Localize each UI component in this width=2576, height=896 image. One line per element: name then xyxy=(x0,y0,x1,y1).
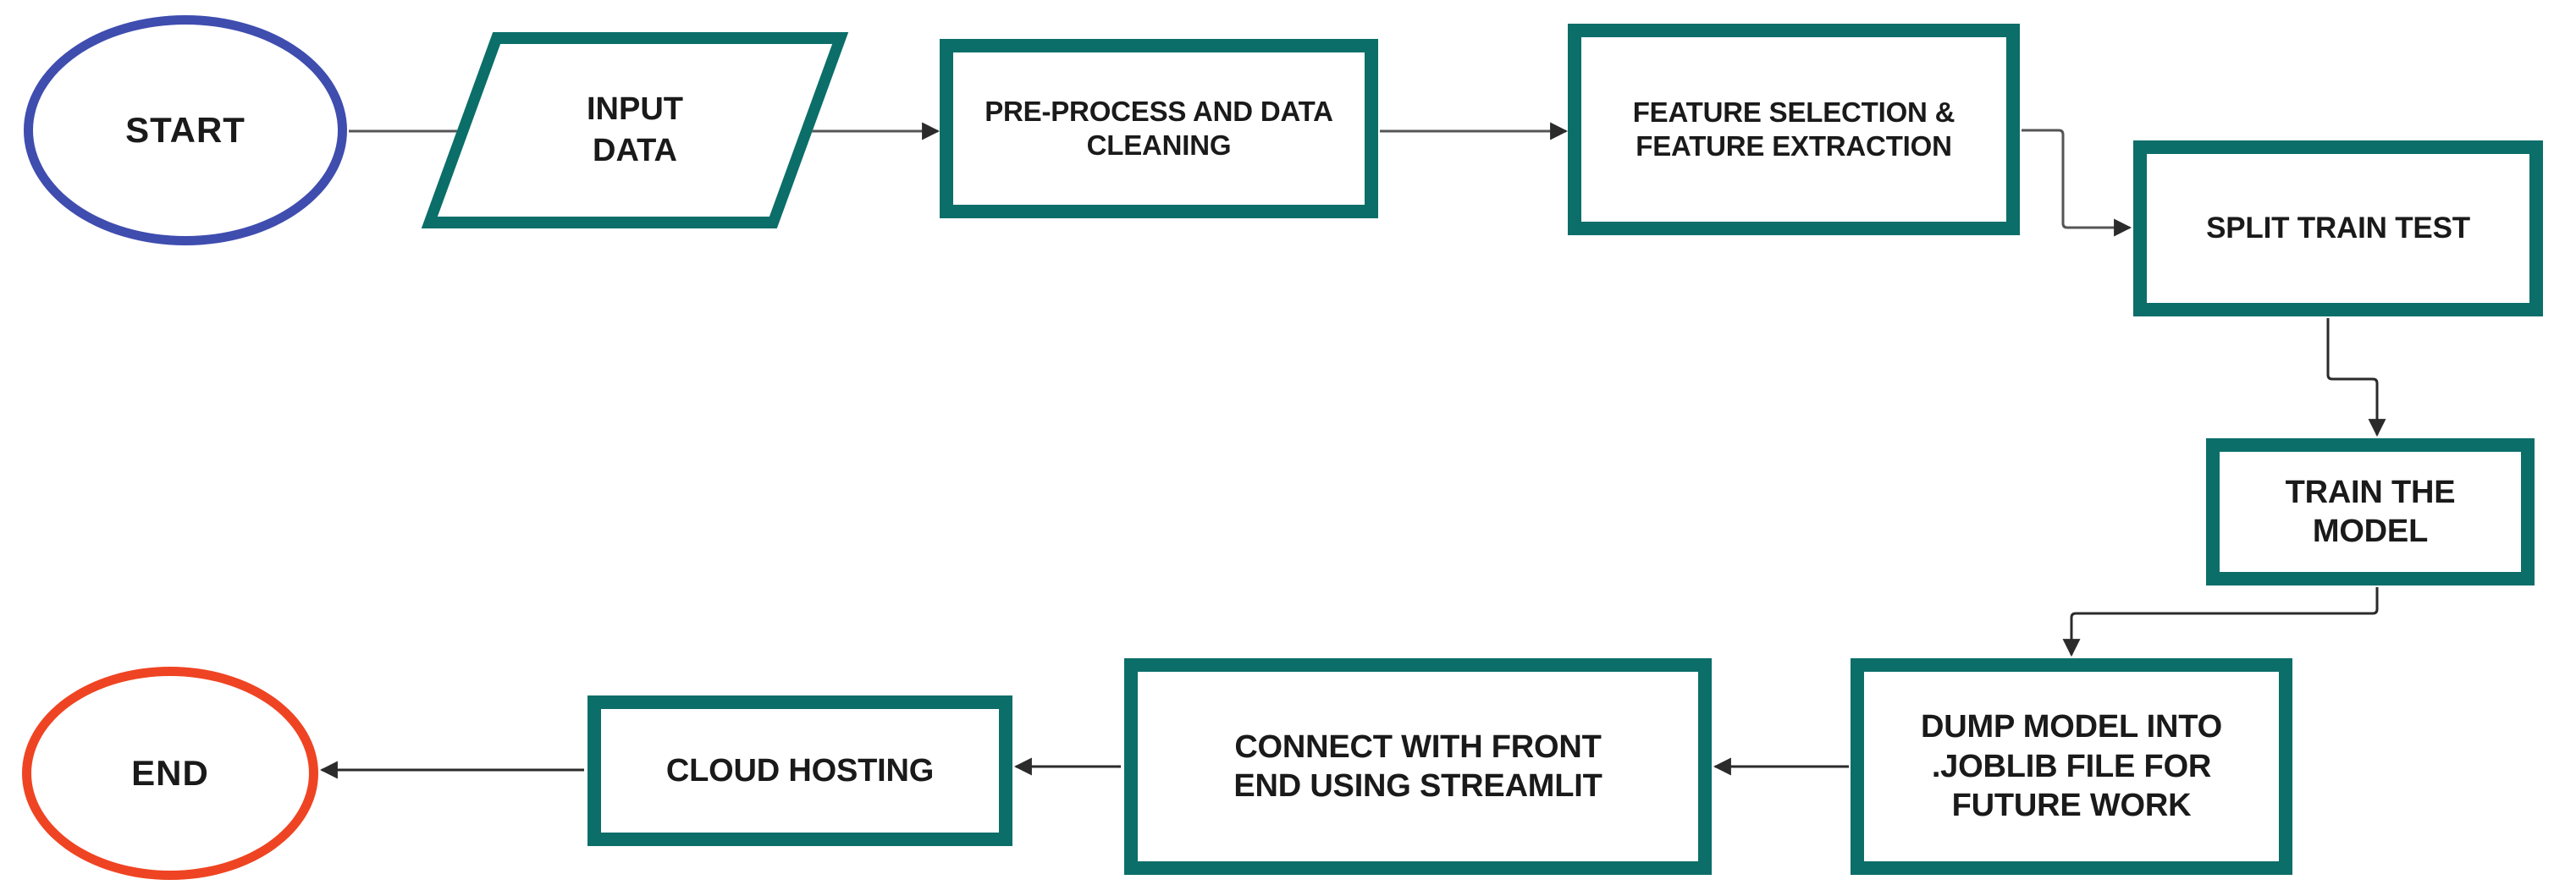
node-dump-model-joblib[interactable]: DUMP MODEL INTO .JOBLIB FILE FOR FUTURE … xyxy=(1851,658,2292,875)
node-dump-label: DUMP MODEL INTO .JOBLIB FILE FOR FUTURE … xyxy=(1921,709,2222,824)
edge-train-to-dump xyxy=(2062,587,2379,657)
node-feature-label: FEATURE SELECTION & FEATURE EXTRACTION xyxy=(1632,96,1955,162)
edge-split-to-train xyxy=(2326,318,2386,437)
node-input-data-label: INPUT DATA xyxy=(587,91,683,168)
node-connect-label: CONNECT WITH FRONT END USING STREAMLIT xyxy=(1233,728,1602,804)
node-start[interactable]: START xyxy=(24,15,347,245)
edge-feature-to-split xyxy=(2022,129,2132,237)
node-split-train-test[interactable]: SPLIT TRAIN TEST xyxy=(2133,140,2543,316)
node-preprocess-label: PRE-PROCESS AND DATA CLEANING xyxy=(985,95,1333,161)
node-start-label: START xyxy=(125,110,245,151)
node-connect-front-end-streamlit[interactable]: CONNECT WITH FRONT END USING STREAMLIT xyxy=(1124,658,1712,875)
node-cloud-hosting[interactable]: CLOUD HOSTING xyxy=(587,695,1012,846)
node-cloud-label: CLOUD HOSTING xyxy=(665,752,935,789)
node-preprocess-and-data-cleaning[interactable]: PRE-PROCESS AND DATA CLEANING xyxy=(940,39,1378,218)
node-train-label: TRAIN THE MODEL xyxy=(2285,474,2456,549)
node-input-data[interactable]: INPUT DATA xyxy=(421,32,849,228)
node-train-the-model[interactable]: TRAIN THE MODEL xyxy=(2206,438,2535,585)
node-feature-selection-extraction[interactable]: FEATURE SELECTION & FEATURE EXTRACTION xyxy=(1568,24,2020,235)
node-end-label: END xyxy=(131,753,209,794)
node-end[interactable]: END xyxy=(22,667,318,880)
node-split-label: SPLIT TRAIN TEST xyxy=(2206,211,2470,245)
